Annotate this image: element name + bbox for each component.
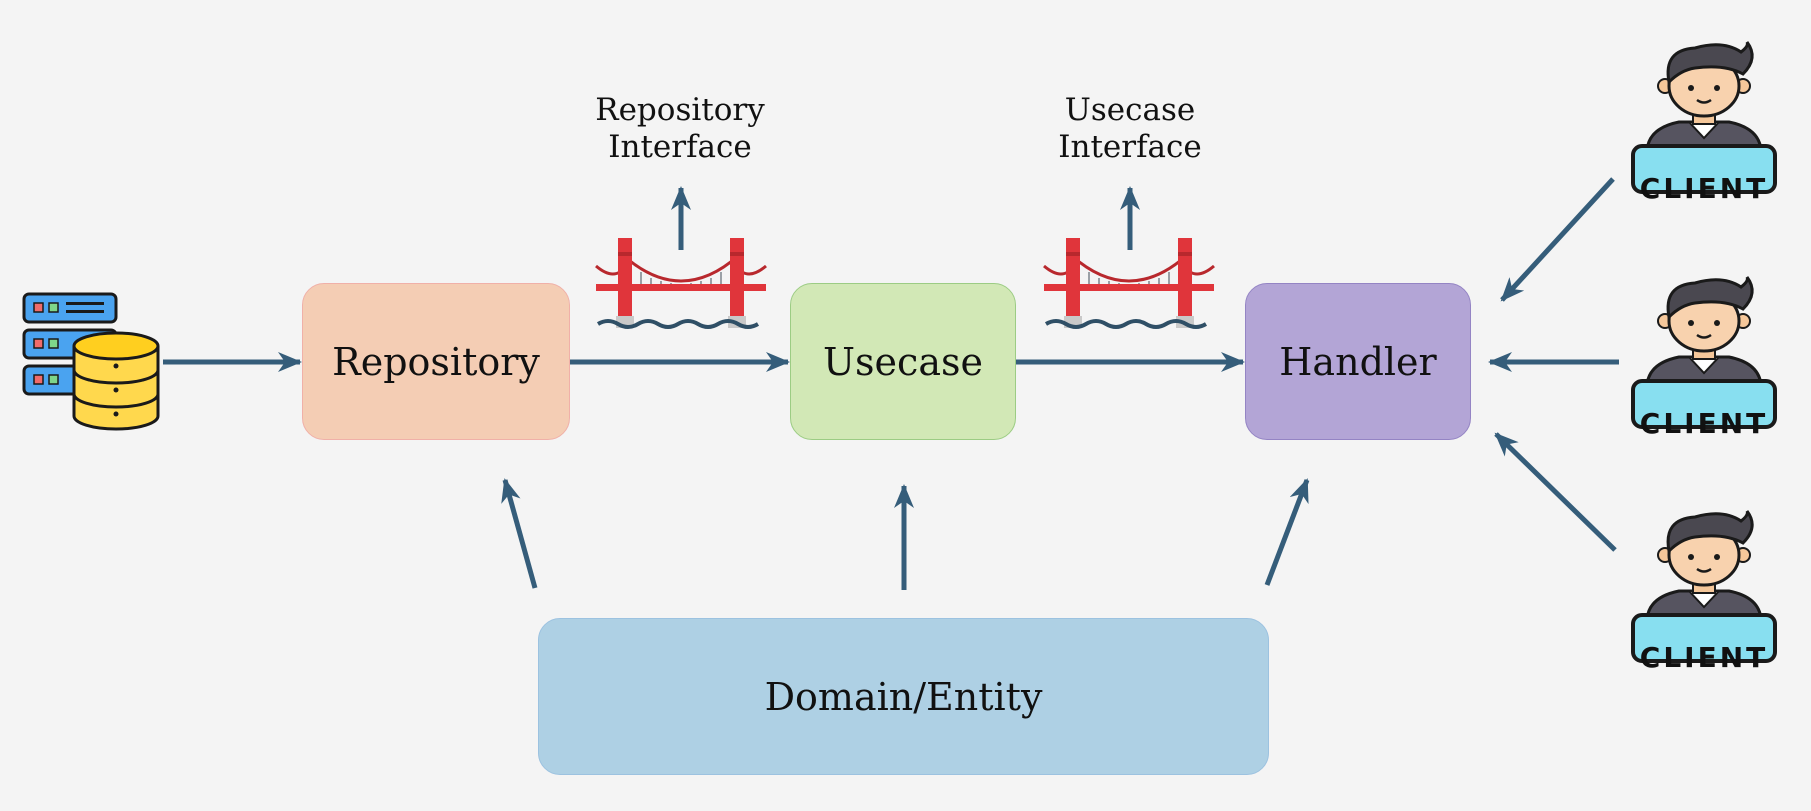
usecase-label: Usecase — [823, 339, 983, 384]
handler-box: Handler — [1245, 283, 1471, 440]
client-badge-label: CLIENT — [1640, 407, 1768, 440]
repository-label: Repository — [332, 339, 540, 384]
usecase-interface-label: Usecase Interface — [1058, 92, 1202, 165]
usecase-bridge-icon — [1042, 236, 1216, 330]
client-top-to-handler-arrow — [1500, 177, 1615, 302]
repository-bridge-icon — [594, 236, 768, 330]
repository-interface-label: Repository Interface — [595, 92, 765, 165]
client-person-icon: CLIENT — [1631, 40, 1777, 205]
client-person-icon: CLIENT — [1631, 509, 1777, 674]
usecase-box: Usecase — [790, 283, 1016, 440]
repository-box: Repository — [302, 283, 570, 440]
domain-to-repository-arrow — [501, 478, 538, 589]
domain-to-handler-arrow — [1264, 478, 1310, 586]
database-server-icon — [22, 292, 160, 431]
domain-entity-label: Domain/Entity — [764, 674, 1043, 719]
client-person-icon: CLIENT — [1631, 275, 1777, 440]
domain-entity-box: Domain/Entity — [538, 618, 1269, 775]
handler-label: Handler — [1279, 339, 1437, 384]
client-badge-label: CLIENT — [1640, 172, 1768, 205]
client-badge-label: CLIENT — [1640, 641, 1768, 674]
client-bottom-to-handler-arrow — [1494, 432, 1617, 552]
